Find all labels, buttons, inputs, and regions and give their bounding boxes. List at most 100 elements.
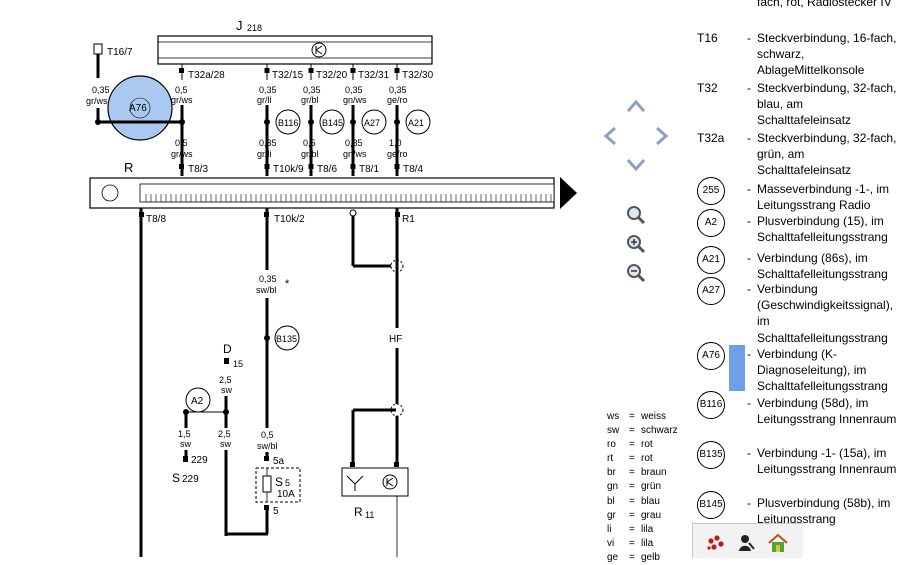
arrow-left-icon[interactable]	[600, 125, 622, 147]
svg-text:gr/bl: gr/bl	[301, 149, 319, 159]
equals-sign: =	[629, 509, 635, 521]
svg-text:T8/8: T8/8	[146, 214, 166, 225]
arrow-up-icon[interactable]	[625, 96, 647, 118]
zoom-search-icon[interactable]	[625, 204, 647, 226]
svg-text:0,35: 0,35	[389, 85, 407, 95]
svg-text:10A: 10A	[277, 489, 295, 500]
equals-sign: =	[629, 453, 635, 465]
svg-text:0,5: 0,5	[175, 85, 188, 95]
b135-connector	[274, 325, 300, 351]
r11-label: R	[354, 505, 363, 519]
svg-text:T32a/28: T32a/28	[188, 70, 225, 81]
s229-label: S	[172, 471, 180, 485]
legend-dash: -	[747, 131, 751, 145]
svg-text:T32/15: T32/15	[272, 70, 304, 81]
color-legend-row: ro=rot	[607, 438, 678, 452]
cluster-icon[interactable]	[705, 532, 727, 554]
svg-text:0,35: 0,35	[303, 85, 321, 95]
legend-code-circle: B116	[697, 391, 725, 419]
svg-text:T32/30: T32/30	[402, 70, 434, 81]
home-icon[interactable]	[767, 532, 789, 554]
legend-dash: -	[747, 496, 751, 510]
svg-text:gr/ws: gr/ws	[171, 149, 193, 159]
svg-text:0,35: 0,35	[92, 85, 110, 95]
legend-code-circle: B135	[697, 441, 725, 469]
equals-sign: =	[629, 537, 635, 549]
svg-text:sw: sw	[221, 385, 233, 395]
splice-connector	[361, 109, 387, 135]
equals-sign: =	[629, 481, 635, 493]
component-legend: fach, rot, Radiostecker IV T16-Steckverb…	[697, 0, 898, 557]
svg-text:T32/20: T32/20	[316, 70, 348, 81]
legend-top-fragment: fach, rot, Radiostecker IV	[757, 0, 892, 9]
zoom-in-icon[interactable]	[625, 233, 647, 255]
svg-text:gn/ws: gn/ws	[343, 149, 367, 159]
color-legend-row: gn=grün	[607, 480, 678, 494]
color-legend-row: ge=gelb	[607, 551, 678, 565]
arrow-right-icon[interactable]	[650, 125, 672, 147]
color-legend-row: vi=lila	[607, 537, 678, 551]
equals-sign: =	[629, 523, 635, 535]
legend-dash: -	[747, 446, 751, 460]
svg-text:A21: A21	[408, 118, 424, 128]
svg-text:S: S	[275, 475, 283, 489]
relay-j218-body	[157, 35, 433, 65]
svg-text:gn/ws: gn/ws	[343, 95, 367, 105]
svg-text:sw/bl: sw/bl	[257, 441, 278, 451]
svg-text:gr/ws: gr/ws	[171, 95, 193, 105]
legend-code-circle: B145	[697, 491, 725, 519]
color-legend-row: ws=weiss	[607, 410, 678, 424]
splice-connector	[405, 109, 431, 135]
svg-text:2,5: 2,5	[218, 429, 231, 439]
arrow-down-icon[interactable]	[625, 153, 647, 175]
equals-sign: =	[629, 411, 635, 422]
svg-text:T8/6: T8/6	[317, 164, 337, 175]
legend-code: T32	[697, 81, 718, 95]
svg-text:T8/1: T8/1	[359, 164, 379, 175]
legend-code-circle: A21	[697, 246, 725, 274]
legend-code: T32a	[697, 131, 725, 145]
color-legend-row: gr=grau	[607, 509, 678, 523]
svg-text:*: *	[285, 278, 290, 290]
svg-text:5: 5	[285, 478, 290, 488]
svg-text:R1: R1	[402, 214, 415, 225]
wiring-diagram: J 218 T16/7 0,35 gr/ws A76 T32a/28 0,5 g…	[86, 18, 577, 557]
legend-dash: -	[747, 81, 751, 95]
diagram-continue-arrow[interactable]	[560, 177, 577, 209]
svg-text:0,5: 0,5	[261, 430, 274, 440]
svg-text:ge/ro: ge/ro	[387, 95, 408, 105]
legend-code: T16	[697, 31, 718, 45]
svg-text:T10k/9: T10k/9	[273, 164, 304, 175]
zoom-out-icon[interactable]	[625, 262, 647, 284]
color-legend-row: rt=rot	[607, 452, 678, 466]
equals-sign: =	[629, 425, 635, 437]
legend-dash: -	[747, 31, 751, 45]
a76-label: A76	[129, 103, 147, 114]
svg-text:0,35: 0,35	[259, 138, 277, 148]
svg-text:5: 5	[273, 506, 279, 517]
svg-text:5a: 5a	[273, 456, 285, 467]
svg-text:A27: A27	[364, 118, 380, 128]
svg-text:B135: B135	[276, 334, 297, 344]
person-icon[interactable]	[735, 532, 757, 554]
r11-box	[341, 467, 409, 497]
legend-dash: -	[747, 396, 751, 410]
fuse-s5	[255, 467, 301, 503]
legend-code-circle: A2	[697, 209, 725, 237]
svg-text:sw/bl: sw/bl	[256, 285, 277, 295]
splice-connector	[275, 109, 301, 135]
svg-text:2,5: 2,5	[219, 375, 232, 385]
svg-text:0,35: 0,35	[259, 274, 277, 284]
svg-text:sw: sw	[180, 439, 192, 449]
d-label: D	[223, 342, 232, 356]
svg-text:gr/li: gr/li	[257, 149, 272, 159]
svg-text:B116: B116	[278, 118, 298, 128]
equals-sign: =	[629, 495, 635, 507]
svg-text:T10k/2: T10k/2	[274, 214, 305, 225]
legend-dash: -	[747, 251, 751, 265]
svg-text:gr/li: gr/li	[257, 95, 272, 105]
equals-sign: =	[629, 439, 635, 451]
